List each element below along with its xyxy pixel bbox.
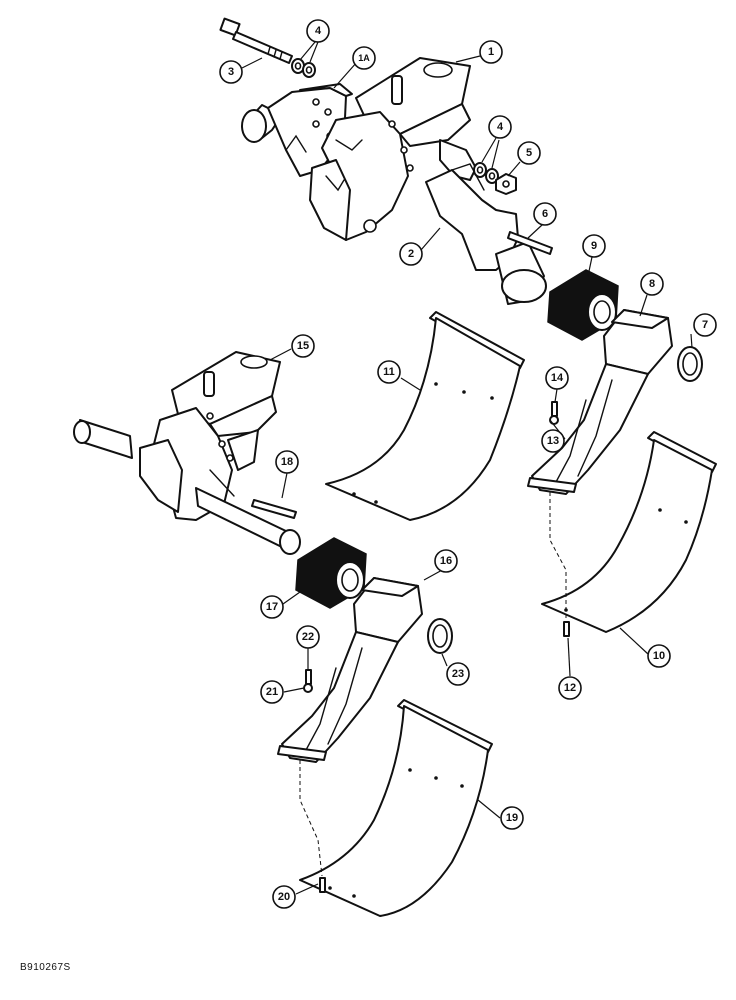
washers-4-top (291, 58, 316, 78)
svg-text:11: 11 (383, 366, 395, 378)
mount-15 (139, 351, 281, 521)
svg-text:2: 2 (408, 248, 414, 260)
svg-text:12: 12 (564, 682, 576, 694)
shield-19 (299, 699, 493, 917)
svg-text:3: 3 (228, 66, 234, 78)
svg-text:6: 6 (542, 208, 548, 220)
callout-8: 8 (640, 272, 664, 296)
alignment-line-20 (299, 760, 323, 877)
pin-18 (251, 499, 297, 519)
callout-20: 20 (272, 885, 296, 909)
callout-15: 15 (291, 334, 315, 358)
arm-2 (425, 163, 547, 305)
svg-text:15: 15 (297, 340, 309, 352)
svg-text:19: 19 (506, 812, 518, 824)
bolt-3 (219, 17, 293, 64)
svg-text:9: 9 (591, 240, 597, 252)
svg-text:22: 22 (302, 631, 314, 643)
svg-text:7: 7 (702, 319, 708, 331)
callout-5: 5 (517, 141, 541, 165)
shaft (73, 419, 301, 555)
callout-23: 23 (446, 662, 470, 686)
svg-text:14: 14 (551, 372, 564, 384)
shield-11 (325, 311, 525, 521)
callout-7: 7 (693, 313, 717, 337)
bolt-12 (563, 621, 570, 637)
bushing-9 (547, 269, 619, 341)
callout-17: 17 (260, 595, 284, 619)
callout-16: 16 (434, 549, 458, 573)
callout-12: 12 (558, 676, 582, 700)
bushing-17 (295, 537, 367, 609)
washers-4-nut-5 (473, 162, 517, 195)
callout-4-top: 4 (306, 19, 330, 43)
callout-14: 14 (545, 366, 569, 390)
svg-text:4: 4 (497, 121, 504, 133)
callout-21: 21 (260, 680, 284, 704)
svg-text:5: 5 (526, 147, 532, 159)
svg-text:16: 16 (440, 555, 452, 567)
shield-10 (541, 431, 717, 633)
callout-11: 11 (377, 360, 401, 384)
bolt-20 (319, 877, 326, 893)
callout-1: 1 (479, 40, 503, 64)
svg-text:4: 4 (315, 25, 322, 37)
callout-4-right: 4 (488, 115, 512, 139)
svg-text:23: 23 (452, 668, 464, 680)
callout-9: 9 (582, 234, 606, 258)
shank-16 (277, 577, 423, 763)
shank-8 (527, 309, 673, 495)
svg-text:10: 10 (653, 650, 665, 662)
callout-13: 13 (541, 429, 565, 453)
svg-text:13: 13 (547, 435, 559, 447)
callout-6: 6 (533, 202, 557, 226)
callout-1a: 1A (352, 46, 376, 70)
svg-text:21: 21 (266, 686, 278, 698)
snap-ring-23 (427, 618, 453, 654)
snap-ring-7 (677, 346, 703, 382)
callout-18: 18 (275, 450, 299, 474)
callout-10: 10 (647, 644, 671, 668)
svg-text:20: 20 (278, 891, 290, 903)
svg-text:1A: 1A (358, 53, 370, 63)
pin-6 (507, 231, 553, 255)
mount-1 (309, 57, 477, 241)
callout-3: 3 (219, 60, 243, 84)
bolt-22-nut-21 (303, 669, 313, 693)
svg-text:17: 17 (266, 601, 278, 613)
callout-2: 2 (399, 242, 423, 266)
svg-text:8: 8 (649, 278, 655, 290)
svg-text:1: 1 (488, 46, 494, 58)
callout-19: 19 (500, 806, 524, 830)
alignment-line-12 (549, 492, 567, 620)
callout-22: 22 (296, 625, 320, 649)
svg-text:18: 18 (281, 456, 293, 468)
reference-code: B910267S (20, 962, 71, 973)
